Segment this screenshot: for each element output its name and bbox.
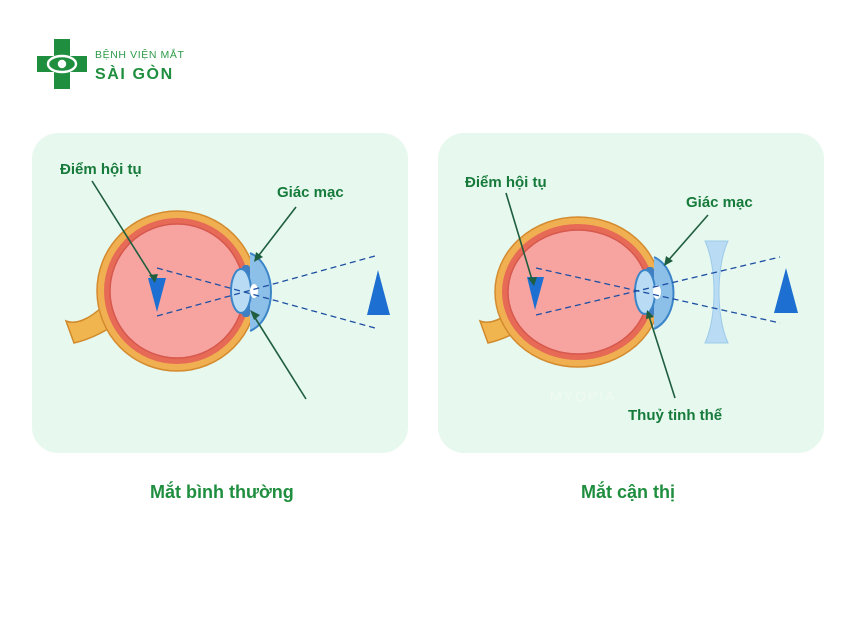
focus-label: Điểm hội tụ [465, 174, 547, 191]
cornea-pointer [255, 206, 297, 260]
lens-pointer-arrow-icon [250, 310, 260, 320]
cornea-pointer-arrow-icon [254, 252, 263, 262]
hospital-logo: BỆNH VIỆN MẮT SÀI GÒN [37, 39, 187, 91]
focus-pointer-arrow-icon [149, 274, 158, 283]
myopia-eye-diagram: Điểm hội tụ Giác mạc Thuỷ tinh thể MYOPI… [465, 174, 798, 424]
cornea-label: Giác mạc [686, 194, 753, 211]
light-ray-upper [156, 267, 376, 329]
focus-pointer [505, 192, 534, 284]
lens-pointer [251, 312, 307, 400]
focus-image-inverted-icon [527, 277, 544, 310]
light-ray-lower [535, 256, 781, 316]
focus-pointer [91, 180, 156, 282]
focus-image-inverted-icon [148, 278, 166, 312]
cornea-pointer [665, 214, 709, 264]
logo-text-bottom: SÀI GÒN [95, 66, 174, 83]
eye-cross-logo-icon [37, 39, 87, 89]
normal-eye-panel: Điểm hội tụ Giác mạc [32, 133, 408, 453]
normal-eye-caption: Mắt bình thường [150, 482, 294, 502]
watermark-text: MYOPIA [550, 388, 616, 404]
focus-pointer-arrow-icon [528, 277, 537, 286]
lens-label: Thuỷ tinh thể [628, 407, 722, 424]
cornea [653, 256, 675, 330]
logo-text-top: BỆNH VIỆN MẮT [95, 49, 185, 61]
light-ray-lower [156, 255, 376, 317]
normal-eye-diagram: Điểm hội tụ Giác mạc [60, 161, 390, 400]
light-ray-upper [535, 267, 781, 324]
pupil-highlight [653, 285, 661, 299]
vitreous-body [109, 223, 245, 359]
object-triangle-icon [774, 268, 798, 313]
focus-label: Điểm hội tụ [60, 161, 142, 178]
cornea-pointer-arrow-icon [664, 256, 673, 266]
object-triangle-icon [367, 270, 390, 315]
pupil-highlight [250, 284, 258, 298]
lens-pointer [647, 312, 676, 399]
myopia-eye-panel: Điểm hội tụ Giác mạc Thuỷ tinh thể MYOPI… [438, 133, 824, 453]
concave-lens [704, 240, 729, 344]
lens-pointer-arrow-icon [646, 310, 654, 319]
myopia-eye-caption: Mắt cận thị [581, 482, 676, 502]
vitreous-body [507, 229, 649, 355]
cornea-label: Giác mạc [277, 184, 344, 201]
